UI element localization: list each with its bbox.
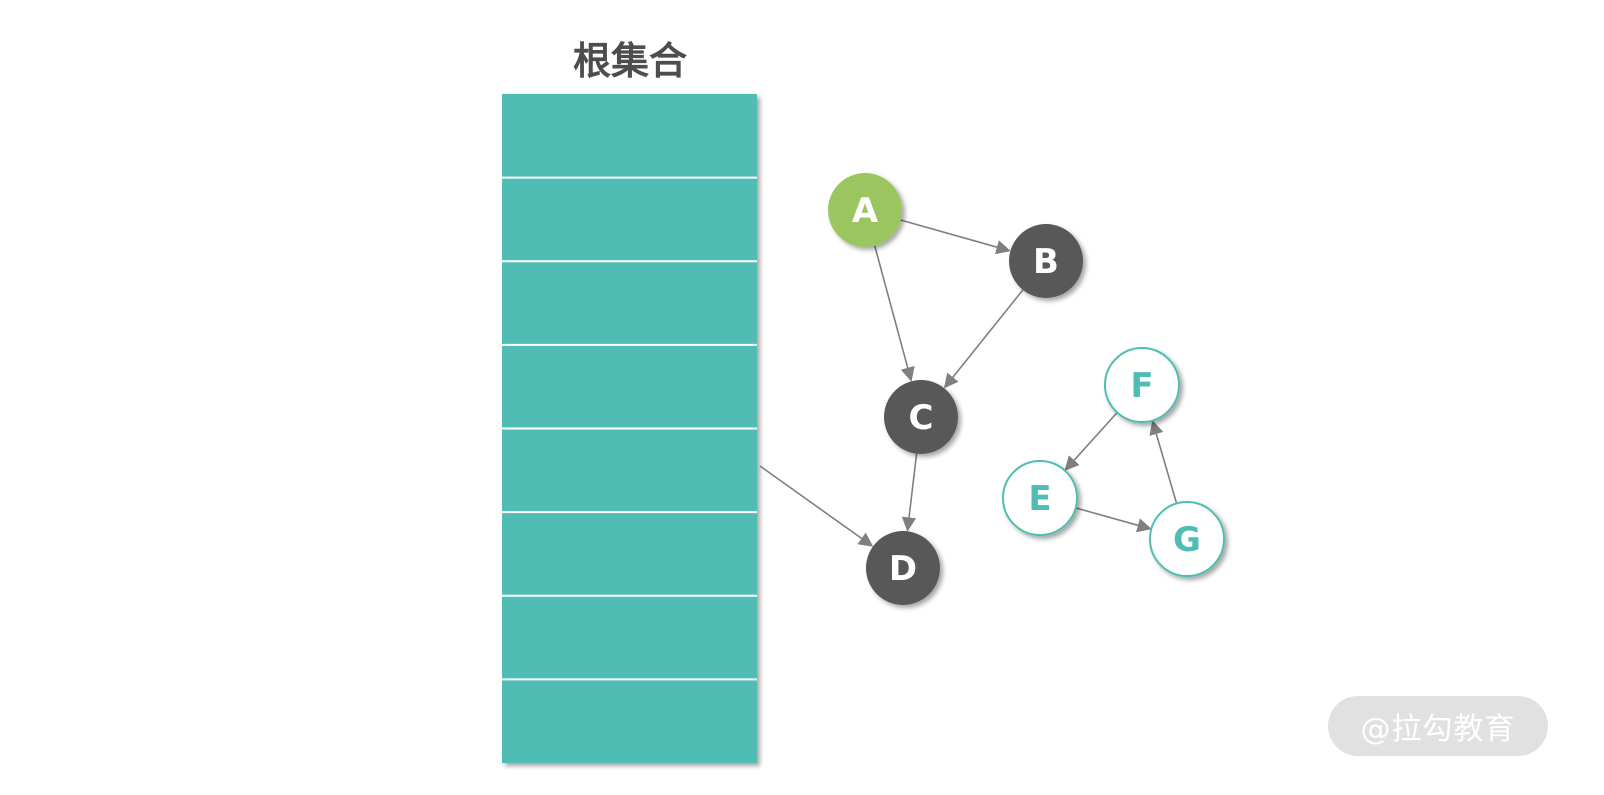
node-f-label: F [1130, 366, 1153, 406]
node-d: D [866, 531, 940, 605]
node-b-circle [1009, 224, 1083, 298]
watermark-badge: @拉勾教育 [1328, 696, 1548, 756]
node-f: F [1104, 347, 1180, 423]
edge-a-to-b [900, 219, 1011, 255]
node-g-circle [1149, 501, 1225, 577]
watermark-text: @拉勾教育 [1360, 712, 1516, 747]
reference-edges [759, 219, 1178, 547]
node-b-label: B [1033, 242, 1059, 282]
root-set-dividers [502, 176, 757, 681]
node-g: G [1149, 501, 1225, 577]
edge-e-to-g [1075, 507, 1152, 533]
node-a-label: A [852, 191, 879, 231]
node-d-circle [866, 531, 940, 605]
edge-b-to-c [943, 289, 1024, 389]
node-f-circle [1104, 347, 1180, 423]
root-set-title: 根集合 [573, 39, 687, 83]
edge-a-to-c [873, 245, 915, 382]
edge-c-to-d [901, 453, 918, 532]
node-e-label: E [1028, 479, 1051, 519]
root-set-column [502, 94, 757, 763]
node-g-label: G [1173, 520, 1201, 560]
node-b: B [1009, 224, 1083, 298]
node-c-label: C [909, 398, 934, 438]
edge-root-set-to-d [759, 465, 874, 547]
edge-g-to-f [1149, 420, 1178, 504]
node-c-circle [884, 380, 958, 454]
node-a-circle [828, 173, 902, 247]
node-e-circle [1002, 460, 1078, 536]
node-e: E [1002, 460, 1078, 536]
object-nodes: A B C D E F G [828, 173, 1225, 605]
node-c: C [884, 380, 958, 454]
node-a: A [828, 173, 902, 247]
edge-f-to-e [1064, 411, 1118, 471]
node-d-label: D [889, 549, 917, 589]
